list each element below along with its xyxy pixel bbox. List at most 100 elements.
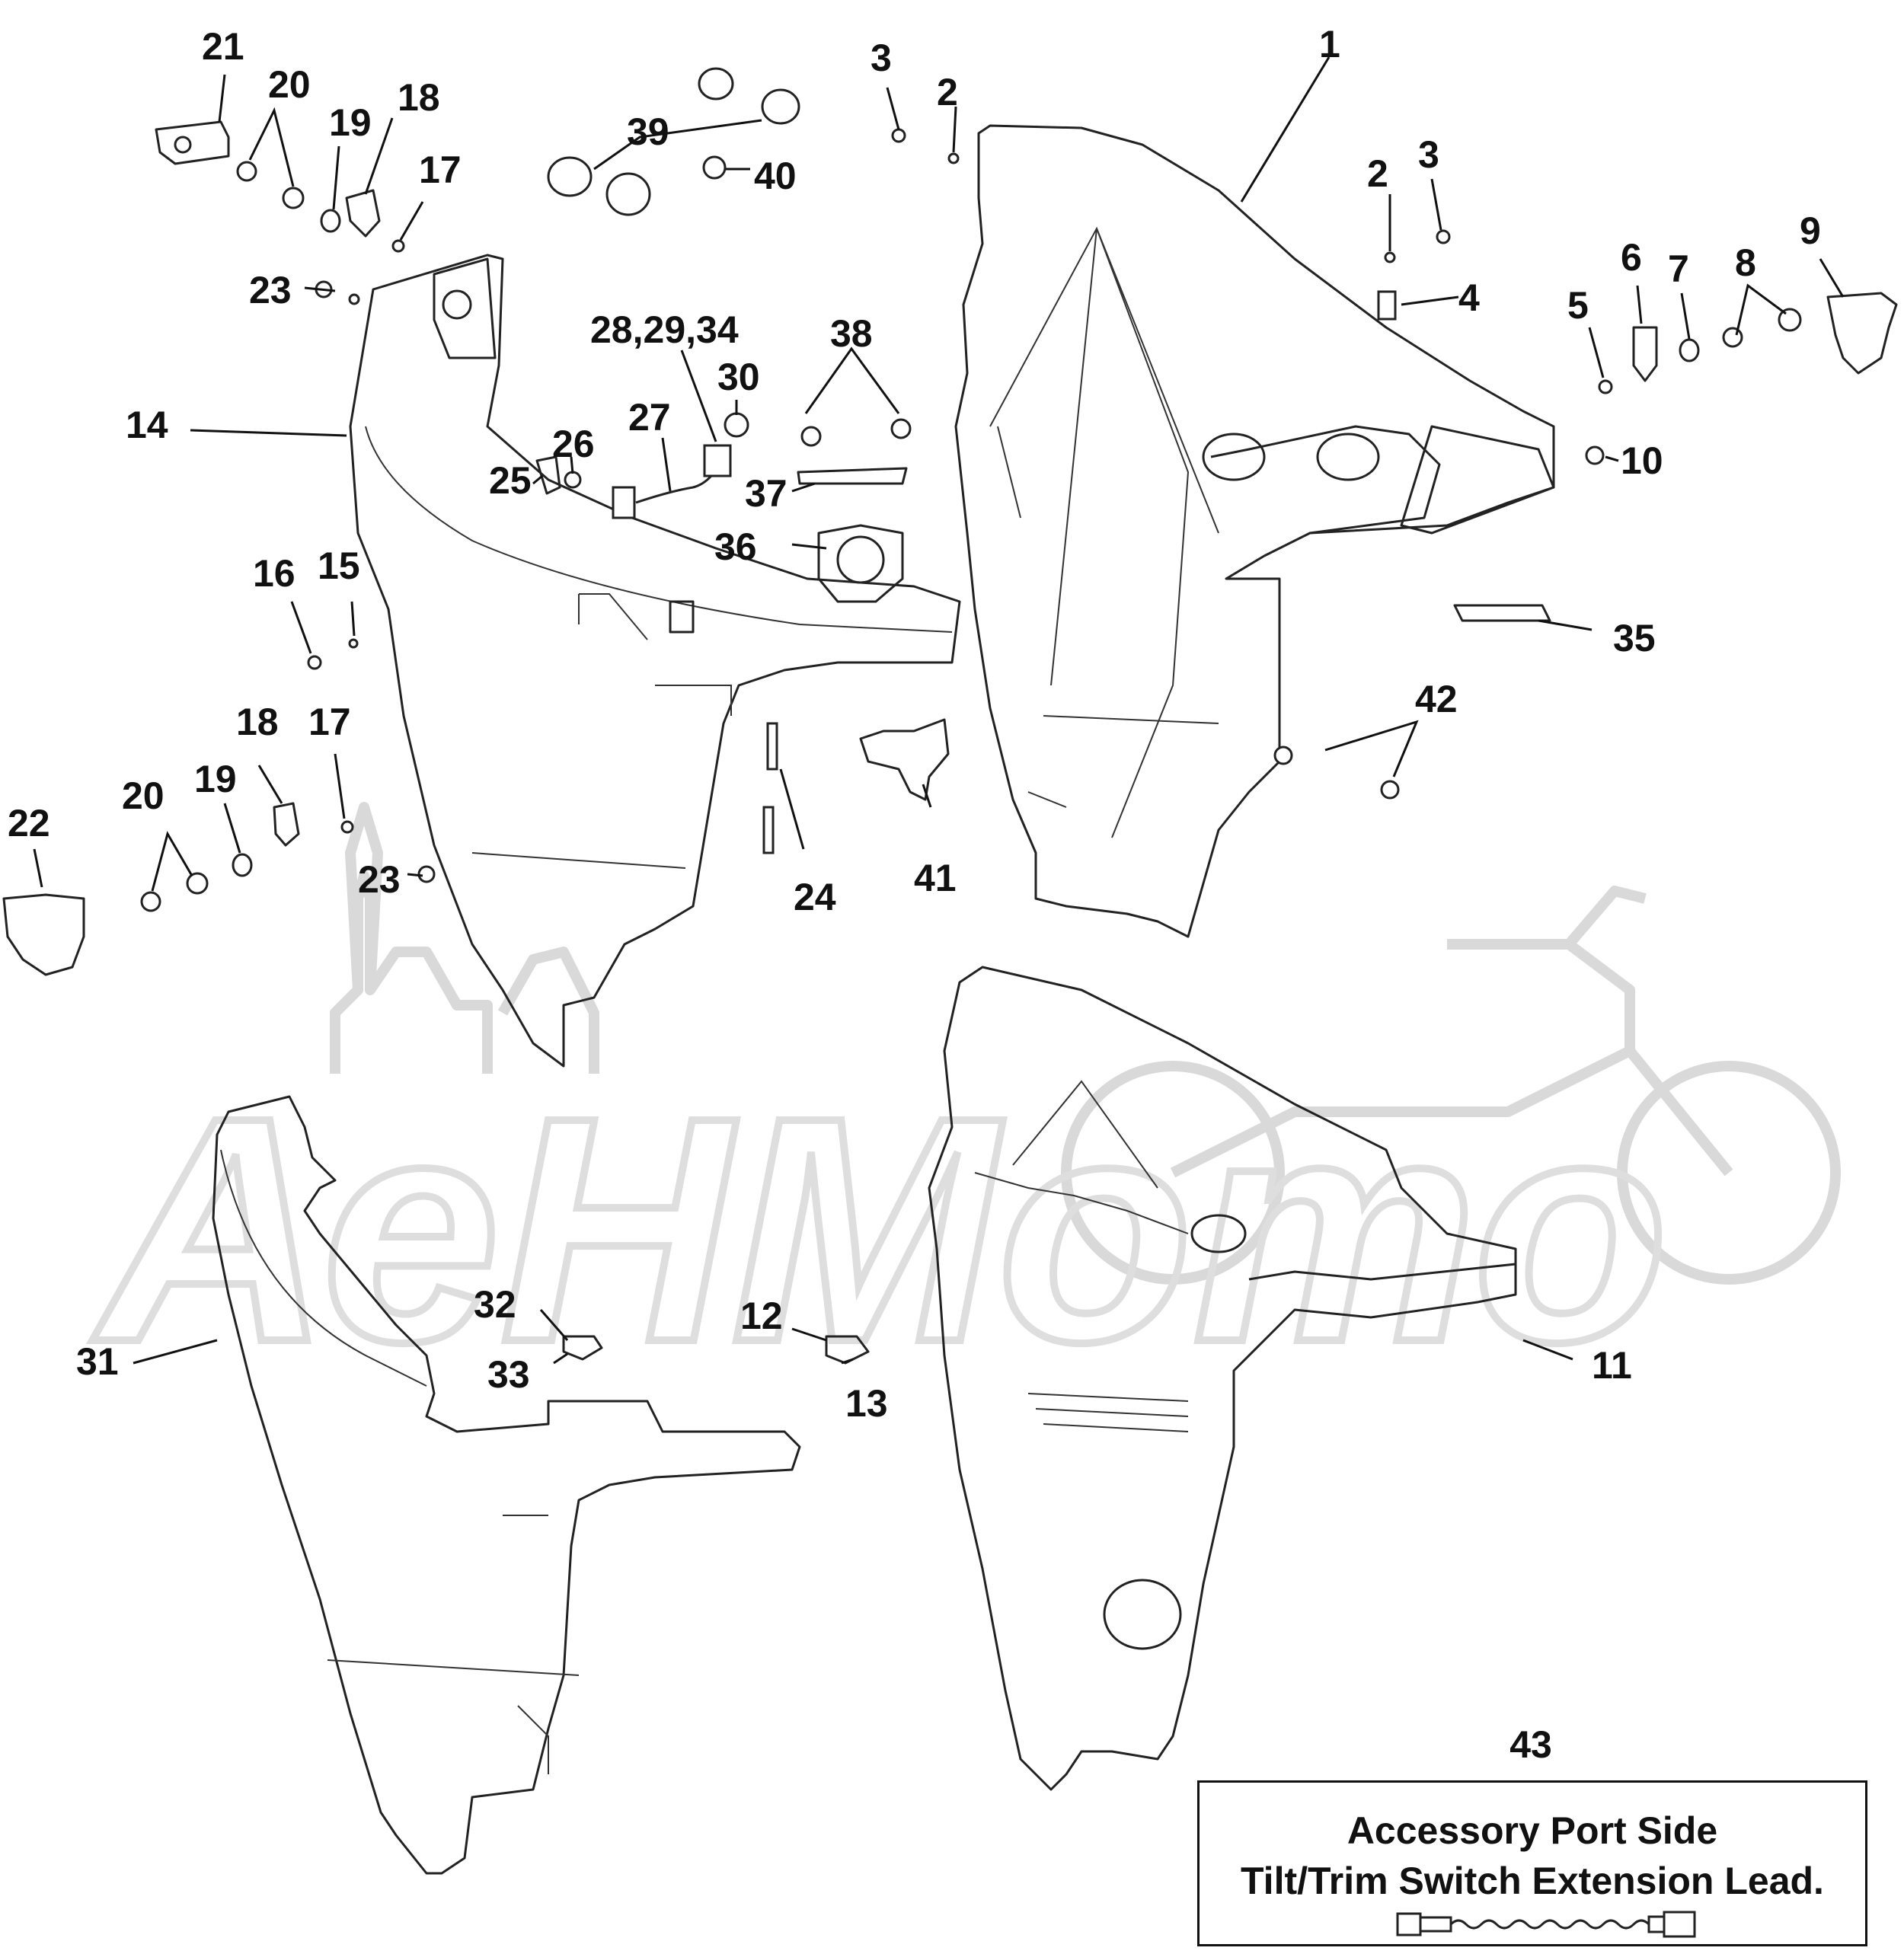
part-26-screw	[564, 471, 582, 489]
part-6-hook	[1632, 326, 1658, 382]
part-8-grommet-b	[1778, 308, 1802, 332]
callout-15: 15	[318, 544, 360, 587]
part-17-screw	[391, 239, 405, 253]
callout-16: 16	[253, 552, 296, 595]
part-36-port-center	[836, 535, 885, 584]
callout-11: 11	[1592, 1344, 1632, 1387]
part-2-nut	[947, 152, 960, 164]
watermark: АеНМото	[85, 802, 1841, 1413]
callout-42: 42	[1415, 678, 1458, 720]
callout-6: 6	[1621, 236, 1642, 279]
callout-22: 22	[8, 802, 50, 844]
callout-17: 17	[419, 148, 462, 191]
part-14-upper-cover	[349, 254, 961, 1068]
part-12-nut	[825, 1335, 870, 1365]
part-17-screw-b	[340, 820, 354, 834]
part-30-nut	[724, 412, 749, 438]
part-2-nut-b	[1384, 251, 1396, 263]
callout-30: 30	[717, 356, 760, 398]
hardware-items	[140, 67, 1802, 1365]
callout-3: 3	[871, 37, 892, 79]
part-24-strip-b	[762, 806, 775, 854]
part-40-washer	[702, 155, 727, 180]
callout-23: 23	[249, 269, 292, 311]
watermark-text: АеНМото	[89, 1052, 1669, 1409]
part-18-hook-b	[273, 802, 300, 847]
callout-19: 19	[329, 101, 372, 144]
callout-10: 10	[1621, 439, 1663, 482]
callout-7: 7	[1668, 247, 1689, 290]
part-20-grommet-b	[282, 187, 305, 209]
callout-9: 9	[1800, 209, 1821, 252]
part-24-strip	[766, 722, 778, 771]
part-27-switch	[612, 486, 636, 519]
part-41-bracket	[859, 718, 950, 801]
callout-2b: 2	[1367, 152, 1388, 195]
part-20-grommet	[236, 161, 257, 182]
legend-line-2: Tilt/Trim Switch Extension Lead.	[1241, 1860, 1824, 1902]
callout-24: 24	[794, 876, 836, 918]
callout-38: 38	[830, 312, 873, 355]
part-15-nut	[348, 638, 359, 649]
callout-40: 40	[754, 155, 797, 197]
callout-3b: 3	[1418, 133, 1439, 176]
part-38-screw	[800, 426, 822, 447]
callout-25: 25	[489, 459, 532, 502]
callout-23b: 23	[358, 858, 401, 901]
part-19-washer-b	[232, 853, 253, 877]
callout-36: 36	[714, 525, 757, 568]
part-5-screw	[1598, 379, 1613, 394]
part-23-screw-b	[417, 865, 436, 883]
callout-27: 27	[628, 396, 671, 439]
accessory-legend-box: Accessory Port Side Tilt/Trim Switch Ext…	[1197, 1780, 1867, 1946]
callout-14: 14	[126, 404, 168, 446]
callout-28-29-34: 28,29,34	[590, 308, 739, 351]
callout-26: 26	[552, 423, 595, 465]
callout-20: 20	[268, 63, 311, 106]
part-18-hook	[345, 189, 381, 238]
callout-20b: 20	[122, 774, 165, 817]
part-31-lower-cover	[212, 1095, 801, 1875]
part-8-grommet	[1722, 327, 1743, 348]
leader-lines	[33, 56, 1845, 1365]
part-36-port	[817, 524, 904, 603]
part-39-grommet-b	[761, 88, 800, 125]
callout-33: 33	[487, 1353, 530, 1396]
part-28-connector	[703, 444, 732, 477]
legend-line-1: Accessory Port Side	[1347, 1809, 1718, 1852]
callout-12: 12	[740, 1295, 783, 1337]
extension-lead-illustration	[1396, 1911, 1696, 1938]
part-38-screw-b	[890, 418, 912, 439]
callout-18b: 18	[236, 701, 279, 743]
callout-8: 8	[1735, 241, 1756, 284]
part-42-screw-b	[1380, 780, 1400, 800]
part-20-grommet-c	[140, 891, 161, 912]
callout-17b: 17	[308, 701, 351, 743]
callout-35: 35	[1613, 617, 1656, 659]
part-23-screw-tip	[348, 293, 360, 305]
callout-32: 32	[474, 1283, 516, 1326]
part-3-screw-b	[1436, 229, 1451, 244]
part-7-washer	[1679, 338, 1700, 362]
callout-5: 5	[1567, 284, 1589, 327]
part-21-latch	[155, 120, 230, 165]
callout-41: 41	[914, 857, 957, 899]
part-39-grommet-d	[605, 172, 651, 216]
legend-title: Accessory Port Side Tilt/Trim Switch Ext…	[1200, 1806, 1865, 1906]
part-16-screw	[307, 655, 322, 670]
part-32-nut	[562, 1335, 603, 1361]
callout-37: 37	[745, 472, 787, 515]
part-9-latch	[1826, 292, 1898, 375]
part-39-grommet-c	[547, 156, 593, 197]
part-1-upper-cover	[954, 124, 1555, 938]
part-22-latch	[2, 893, 85, 976]
callout-39: 39	[627, 110, 669, 153]
part-39-grommet-a	[698, 67, 734, 101]
callout-1: 1	[1319, 23, 1340, 65]
callout-labels: 1 2 3 2 3 4 5 6 7 8 9 10 11 12 13 14 15 …	[8, 23, 1821, 1425]
callout-21: 21	[202, 25, 244, 68]
part-42-screw	[1273, 746, 1293, 765]
part-35-strip	[1453, 604, 1551, 622]
part-20-grommet-d	[186, 872, 209, 895]
